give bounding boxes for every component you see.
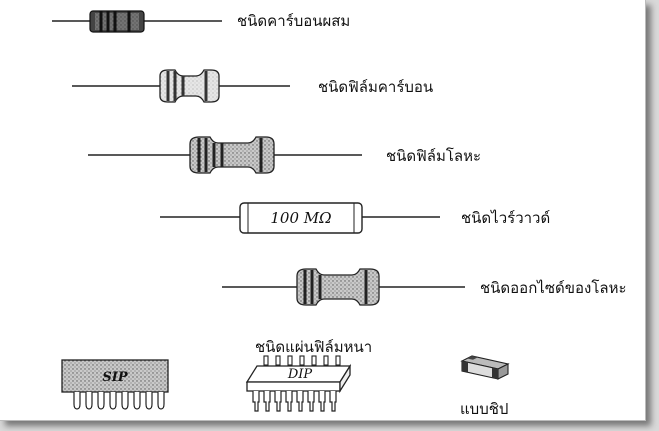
metal-film-resistor — [88, 136, 362, 174]
label-carbon-composition: ชนิดคาร์บอนผสม — [237, 12, 351, 30]
dip-resistor-network: DIP — [245, 355, 352, 412]
dip-marking: DIP — [287, 367, 313, 382]
sip-resistor-network: SIP — [61, 359, 169, 410]
resistor-diagram: 100 MΩ SIP — [52, 10, 510, 412]
wirewound-marking: 100 MΩ — [270, 209, 331, 227]
wirewound-resistor: 100 MΩ — [160, 202, 440, 234]
label-metal-oxide: ชนิดออกไซด์ของโลหะ — [480, 279, 627, 297]
metal-oxide-resistor — [222, 268, 465, 306]
label-chip: แบบชิป — [460, 400, 509, 418]
label-thick-film: ชนิดแผ่นฟิล์มหนา — [255, 338, 373, 356]
diagram-canvas: 100 MΩ SIP — [0, 0, 646, 421]
label-wirewound: ชนิดไวร์วาวด์ — [461, 209, 551, 227]
carbon-composition-resistor — [52, 10, 222, 33]
carbon-film-resistor — [72, 69, 290, 103]
sip-marking: SIP — [102, 370, 128, 385]
label-metal-film: ชนิดฟิล์มโลหะ — [386, 147, 482, 165]
label-carbon-film: ชนิดฟิล์มคาร์บอน — [318, 78, 434, 96]
chip-resistor — [460, 355, 510, 380]
